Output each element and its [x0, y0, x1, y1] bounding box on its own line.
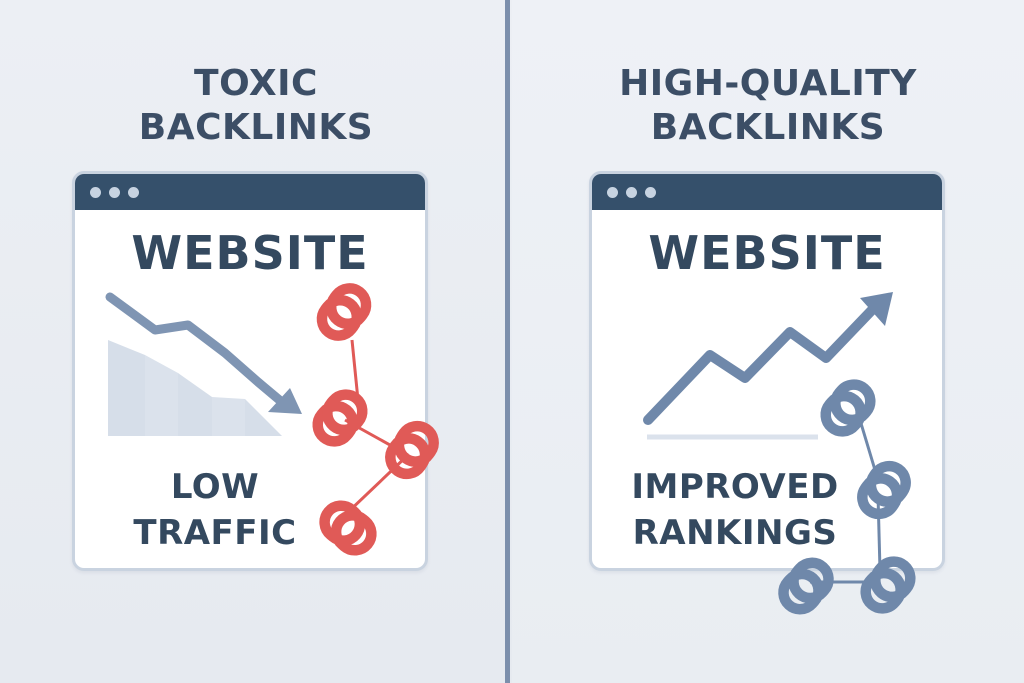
window-titlebar: [592, 174, 942, 210]
trend-down-arrow-icon: [105, 292, 302, 414]
bar: [212, 397, 245, 436]
quality-website-window: WEBSITE IMPROVED RANKINGS: [589, 171, 945, 571]
website-title: WEBSITE: [131, 226, 369, 280]
status-line1: IMPROVED: [631, 467, 839, 507]
quality-heading: HIGH-QUALITY BACKLINKS: [512, 62, 1024, 150]
window-dot-icon: [109, 187, 120, 198]
toxic-heading: TOXIC BACKLINKS: [0, 62, 512, 150]
trend-up-arrow-icon: [643, 292, 893, 440]
center-divider: [505, 0, 510, 683]
toxic-heading-line1: TOXIC: [194, 63, 318, 104]
website-title: WEBSITE: [648, 226, 886, 280]
window-dot-icon: [626, 187, 637, 198]
bar: [108, 340, 145, 436]
status-line1: LOW: [170, 467, 260, 507]
bar: [145, 355, 178, 436]
window-dot-icon: [607, 187, 618, 198]
low-traffic-label: LOW TRAFFIC: [115, 464, 315, 556]
status-line2: RANKINGS: [632, 513, 838, 553]
quality-heading-line2: BACKLINKS: [650, 107, 886, 148]
toxic-chain-icon: [311, 282, 440, 557]
bar: [178, 373, 212, 436]
declining-bars: [108, 340, 282, 436]
window-dot-icon: [90, 187, 101, 198]
quality-chain-icon: [777, 378, 917, 616]
window-dot-icon: [128, 187, 139, 198]
status-line2: TRAFFIC: [133, 513, 297, 553]
window-dot-icon: [645, 187, 656, 198]
toxic-heading-line2: BACKLINKS: [138, 107, 374, 148]
quality-heading-line1: HIGH-QUALITY: [619, 63, 917, 104]
bar: [245, 399, 282, 436]
improved-rankings-label: IMPROVED RANKINGS: [630, 464, 840, 556]
window-titlebar: [75, 174, 425, 210]
